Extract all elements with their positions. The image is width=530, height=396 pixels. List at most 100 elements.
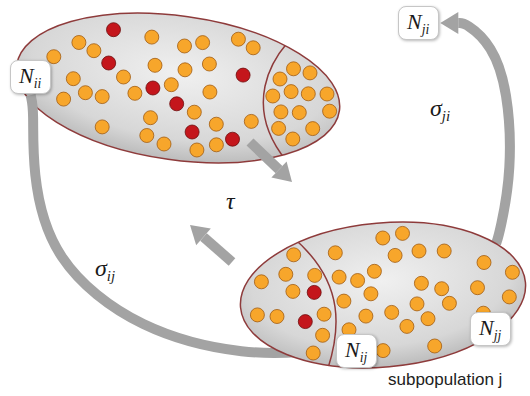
individual-dot [209, 117, 223, 131]
individual-dot [57, 92, 71, 106]
label-box: Nij [336, 334, 377, 368]
individual-dot [72, 36, 86, 50]
individual-dot [306, 122, 320, 136]
individual-dot [178, 63, 192, 77]
individual-dot [317, 307, 331, 321]
subscript: ji [422, 22, 430, 37]
ellipse-outline [238, 220, 530, 379]
individual-dot [396, 226, 410, 240]
individual-dot [412, 244, 426, 258]
individual-dot [178, 39, 192, 53]
ellipse-fill [238, 220, 530, 379]
individual-dot [367, 264, 381, 278]
individual-dot [388, 248, 402, 262]
population-label: Nij [345, 338, 367, 362]
individual-dot [303, 66, 317, 80]
infected-dot [185, 125, 199, 139]
population-label: Nji [407, 10, 429, 34]
individual-dot [287, 248, 301, 262]
individual-dot [231, 32, 245, 46]
subscript: ji [442, 108, 450, 124]
rate-label: σji [430, 95, 450, 121]
subpopulation-ellipse: subpopulation j [238, 220, 530, 396]
individual-dot [328, 246, 342, 260]
individual-dot [301, 87, 315, 101]
migration-arrow [440, 12, 510, 244]
label-box: Nii [10, 60, 51, 94]
tau-arrow-head [190, 225, 211, 245]
individual-dot [351, 274, 365, 288]
individual-dot [400, 319, 414, 333]
individual-dot [157, 137, 171, 151]
individual-dot [437, 244, 451, 258]
individual-dot [87, 44, 101, 58]
individual-dot [414, 276, 428, 290]
individual-dots [47, 23, 337, 157]
subscript: jj [494, 328, 502, 343]
individual-dot [209, 138, 223, 152]
ellipse-outline [7, 0, 350, 182]
tau-arrow-shaft [250, 142, 279, 170]
individual-dot [364, 287, 378, 301]
subscript: ii [34, 76, 42, 91]
individual-dot [286, 284, 300, 298]
parameter-label: τ [226, 188, 235, 214]
label-box: Njj [470, 312, 511, 346]
arrow-head [440, 12, 458, 34]
individual-dot [164, 78, 178, 92]
individual-dot [292, 106, 306, 120]
infected-dot [107, 23, 121, 37]
individual-dot [332, 270, 346, 284]
individual-dot [316, 328, 330, 342]
individual-dot [250, 308, 264, 322]
individual-dot [196, 36, 210, 50]
individual-dot [359, 309, 373, 323]
individual-dot [273, 72, 287, 86]
individual-dot [279, 267, 293, 281]
population-label: Njj [479, 316, 501, 340]
subpopulation-ellipse [7, 0, 350, 182]
individual-dot [471, 281, 485, 295]
individual-dot [323, 104, 337, 118]
infected-dot [170, 97, 184, 111]
individual-dot [308, 268, 322, 282]
individual-dot [140, 129, 154, 143]
infected-dot [307, 285, 321, 299]
tau-arrow-head [271, 162, 292, 182]
infected-dot [298, 315, 312, 329]
individual-dot [284, 85, 298, 99]
individual-dot [442, 296, 456, 310]
arrow-shaft [31, 95, 317, 353]
infected-dot [236, 68, 250, 82]
infected-dot [226, 132, 240, 146]
individual-dot [272, 121, 286, 135]
individual-dot [376, 231, 390, 245]
individual-dot [246, 41, 260, 55]
subscript: ij [360, 350, 368, 365]
individual-dot [202, 57, 216, 71]
individual-dot [78, 86, 92, 100]
individual-dot [95, 120, 109, 134]
individual-dot [144, 111, 158, 125]
individual-dot [145, 30, 159, 44]
infected-dot [146, 81, 160, 95]
individual-dot [385, 305, 399, 319]
subscript: ij [107, 268, 115, 284]
individual-dot [203, 85, 217, 99]
individual-dot [270, 310, 284, 324]
individual-dot [254, 275, 268, 289]
individual-dot [306, 346, 320, 360]
individual-dot [266, 89, 280, 103]
individual-dot [66, 72, 80, 86]
individual-dot [148, 58, 162, 72]
individual-dot [477, 256, 491, 270]
individual-dot [244, 114, 258, 128]
individual-dot [128, 86, 142, 100]
population-label: Nii [19, 64, 41, 88]
individual-dot [190, 143, 204, 157]
individual-dot [117, 70, 131, 84]
individual-dot [435, 282, 449, 296]
rate-label: σij [95, 255, 115, 281]
